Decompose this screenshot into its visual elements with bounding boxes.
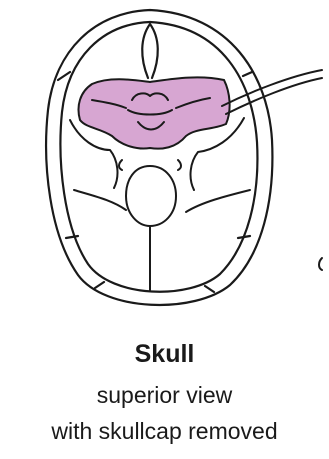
sphenoid-pointer-line [222,70,322,106]
skull-inner-outline [60,22,257,292]
caption-title: Skull [0,340,329,369]
edge-mark [319,258,322,270]
caption-subtitle-detail: with skullcap removed [0,418,329,445]
sphenoid-bone-highlight [79,77,230,148]
frontal-crest [142,24,158,78]
caption-subtitle-view: superior view [0,382,329,409]
skull-outer-outline [46,10,272,305]
foramen-magnum [126,166,176,226]
petrous-ridge-right [186,190,250,212]
skull-superior-view-diagram [0,0,329,330]
petrous-ridge-left [74,190,126,210]
